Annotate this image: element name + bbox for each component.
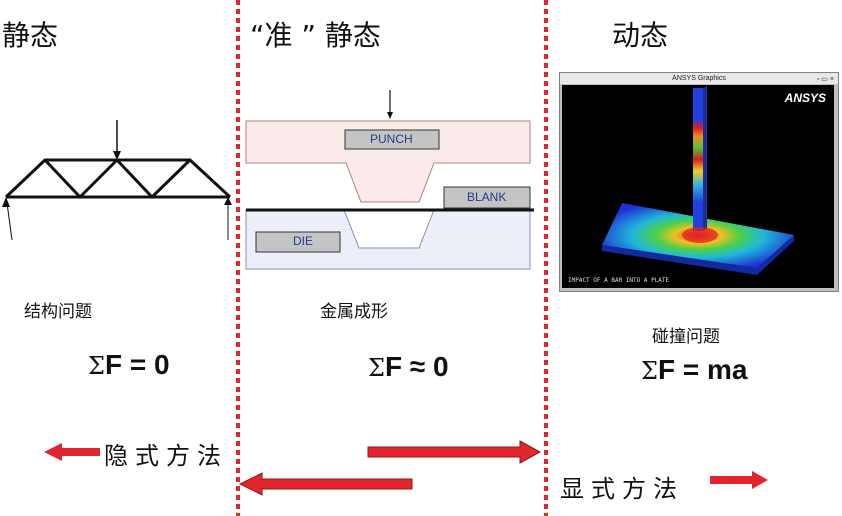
punch-shape — [245, 120, 531, 203]
truss-diagram — [2, 120, 232, 241]
ansys-canvas: ANSYS — [562, 85, 834, 288]
ansys-logo: ANSYS — [784, 91, 826, 105]
heading-static: 静态 — [2, 19, 59, 52]
die-label: DIE — [293, 234, 314, 248]
forming-diagram — [245, 90, 534, 270]
left-support — [2, 197, 10, 207]
caption-impact: 碰撞问题 — [652, 327, 720, 347]
implicit-method-label: 隐式方法 — [104, 442, 228, 470]
plate-side — [602, 235, 794, 275]
formula-quasi: ΣF ≈ 0 — [368, 351, 449, 383]
heading-quasi-static: “准 ” 静态 — [250, 19, 381, 52]
caption-forming: 金属成形 — [320, 302, 388, 322]
right-support — [224, 197, 232, 205]
sigma-symbol: Σ — [88, 352, 105, 380]
blank-label-box — [443, 186, 531, 209]
impact-zone — [682, 227, 718, 243]
formula-dynamic: ΣF = ma — [641, 354, 747, 386]
impact-simulation-image — [602, 86, 794, 275]
formula-static-text: F = 0 — [104, 349, 170, 380]
sigma-symbol: Σ — [641, 357, 658, 385]
formula-quasi-text: F ≈ 0 — [384, 351, 449, 382]
explicit-arrow-short — [710, 471, 768, 489]
implicit-arrow-long — [238, 472, 413, 496]
bar-front — [693, 88, 703, 231]
reaction-left — [6, 202, 13, 241]
formula-static: ΣF = 0 — [88, 349, 170, 381]
explicit-method-label: 显式方法 — [560, 475, 684, 503]
ansys-window-titlebar: ANSYS Graphics ▫▭× — [560, 73, 838, 84]
ansys-window-title: ANSYS Graphics — [672, 75, 726, 82]
window-controls-icon[interactable]: ▫▭× — [816, 76, 836, 83]
explicit-arrow-long — [367, 440, 542, 464]
die-label-box — [255, 231, 341, 253]
blank-label: BLANK — [467, 190, 507, 204]
punch-load-arrowhead — [387, 112, 393, 119]
heading-dynamic: 动态 — [612, 19, 669, 52]
caption-structural: 结构问题 — [24, 302, 92, 322]
sigma-symbol: Σ — [368, 354, 385, 382]
implicit-arrow-short — [44, 443, 100, 461]
formula-dynamic-text: F = ma — [657, 354, 748, 385]
bar-side — [703, 86, 707, 231]
ansys-graphics-window: ANSYS Graphics ▫▭× ANSYS — [559, 72, 839, 292]
ansys-caption: IMPACT OF A BAR INTO A PLATE — [568, 277, 670, 284]
punch-label: PUNCH — [370, 132, 413, 146]
punch-label-box — [344, 129, 440, 150]
load-arrowhead — [113, 151, 121, 160]
